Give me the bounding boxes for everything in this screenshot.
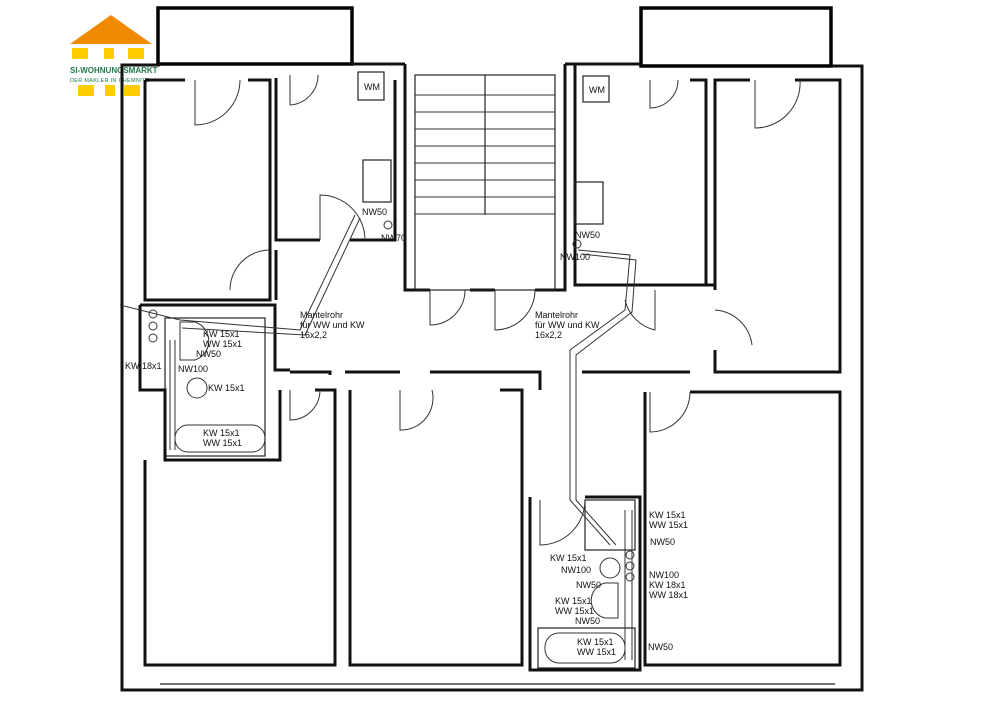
label-pipe: WW 15x1 [203,339,242,349]
label-pipe: NW50 [576,580,601,590]
pipes [119,214,637,664]
label-pipe: KW 15x1 [649,510,686,520]
label-nw70: NW70 [381,233,406,243]
label-pipe: WW 15x1 [555,606,594,616]
label-mantelrohr: 16x2,2 [535,330,562,340]
label-mantelrohr: 16x2,2 [300,330,327,340]
washing-machine-left [357,71,385,101]
kitchen-sink-right [574,181,604,225]
label-pipe: NW50 [575,616,600,626]
label-pipe: NW100 [649,570,679,580]
label-pipe: KW 15x1 [550,553,587,563]
balcony-left [156,6,354,66]
label-pipe: NW100 [561,565,591,575]
label-pipe: WW 18x1 [649,590,688,600]
label-pipe: NW50 [196,349,221,359]
label-pipe: NW50 [650,537,675,547]
labels: WM WM NW50 NW70 NW50 NW100 Mantelrohr fü… [125,82,688,657]
label-pipe: KW 15x1 [555,596,592,606]
label-pipe: KW 18x1 [649,580,686,590]
label-pipe: WW 15x1 [577,647,616,657]
walls [120,62,864,692]
label-pipe: NW100 [178,364,208,374]
label-pipe: KW 15x1 [203,329,240,339]
logo-tagline: DER MAKLER IN CHEMNITZ [70,78,150,84]
label-pipe: KW 15x1 [208,383,245,393]
logo-name: SI-WOHNUNGSMARKT [70,66,158,75]
label-wm-right: WM [589,85,605,95]
kitchen-sink-left [362,159,392,203]
label-wm-left: WM [364,82,380,92]
label-mantelrohr: für WW und KW [300,320,365,330]
label-nw50: NW50 [575,230,600,240]
label-mantelrohr: für WW und KW [535,320,600,330]
company-logo: SI-WOHNUNGSMARKT DER MAKLER IN CHEMNITZ [70,15,158,96]
label-nw100: NW100 [560,252,590,262]
label-mantelrohr: Mantelrohr [300,310,343,320]
balcony-right [639,6,833,68]
doors [194,74,801,546]
label-pipe: WW 15x1 [649,520,688,530]
label-mantelrohr: Mantelrohr [535,310,578,320]
label-pipe: KW 15x1 [203,428,240,438]
label-nw50: NW50 [362,207,387,217]
label-pipe: WW 15x1 [203,438,242,448]
label-pipe: KW 18x1 [125,361,162,371]
label-pipe: NW50 [648,642,673,652]
label-pipe: KW 15x1 [577,637,614,647]
washing-machine-right [582,75,610,103]
